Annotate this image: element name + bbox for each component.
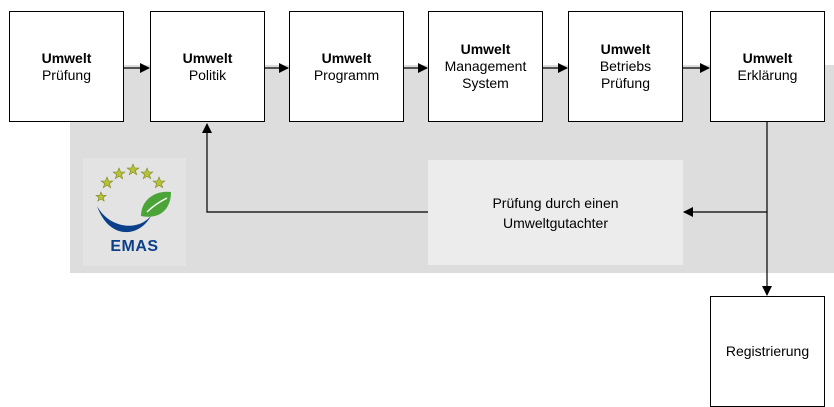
logo-star <box>112 167 126 180</box>
step-title: Umwelt <box>460 41 511 57</box>
step-title: Umwelt <box>742 49 793 66</box>
step-umwelt-pruefung: Umwelt Prüfung <box>9 11 124 122</box>
logo-star <box>152 176 166 189</box>
step-label: Prüfung <box>600 75 651 91</box>
step-label: Prüfung <box>41 66 92 83</box>
step-label: System <box>462 75 509 91</box>
registration-label: Registrierung <box>725 343 810 359</box>
step-umwelt-politik: Umwelt Politik <box>150 11 265 122</box>
emas-logo-icon <box>95 163 171 233</box>
emas-logo-text: EMAS <box>110 238 159 255</box>
step-label: Programm <box>313 66 380 83</box>
step-umwelt-betriebs-pruefung: Umwelt Betriebs Prüfung <box>568 11 683 122</box>
registration-box: Registrierung <box>710 296 825 407</box>
step-umwelt-management-system: Umwelt Management System <box>428 11 543 122</box>
logo-star <box>126 163 140 176</box>
step-label: Erklärung <box>737 66 798 83</box>
logo-star <box>95 191 107 202</box>
review-label: Umweltgutachter <box>502 214 609 231</box>
logo-star <box>140 167 154 180</box>
step-label: Management <box>444 58 527 74</box>
step-title: Umwelt <box>321 49 372 66</box>
arrow-review-to-politik <box>202 123 428 213</box>
step-label: Politik <box>188 66 227 83</box>
logo-star <box>100 176 114 189</box>
emas-logo: EMAS <box>83 158 186 266</box>
step-title: Umwelt <box>600 41 651 57</box>
step-umwelt-programm: Umwelt Programm <box>289 11 404 122</box>
logo-wave <box>97 206 151 233</box>
step-umwelt-erklaerung: Umwelt Erklärung <box>710 11 825 122</box>
step-label: Betriebs <box>599 58 652 74</box>
review-by-environmental-verifier: Prüfung durch einen Umweltgutachter <box>428 160 683 265</box>
step-title: Umwelt <box>41 49 92 66</box>
step-title: Umwelt <box>182 49 233 66</box>
review-label: Prüfung durch einen <box>492 194 619 211</box>
